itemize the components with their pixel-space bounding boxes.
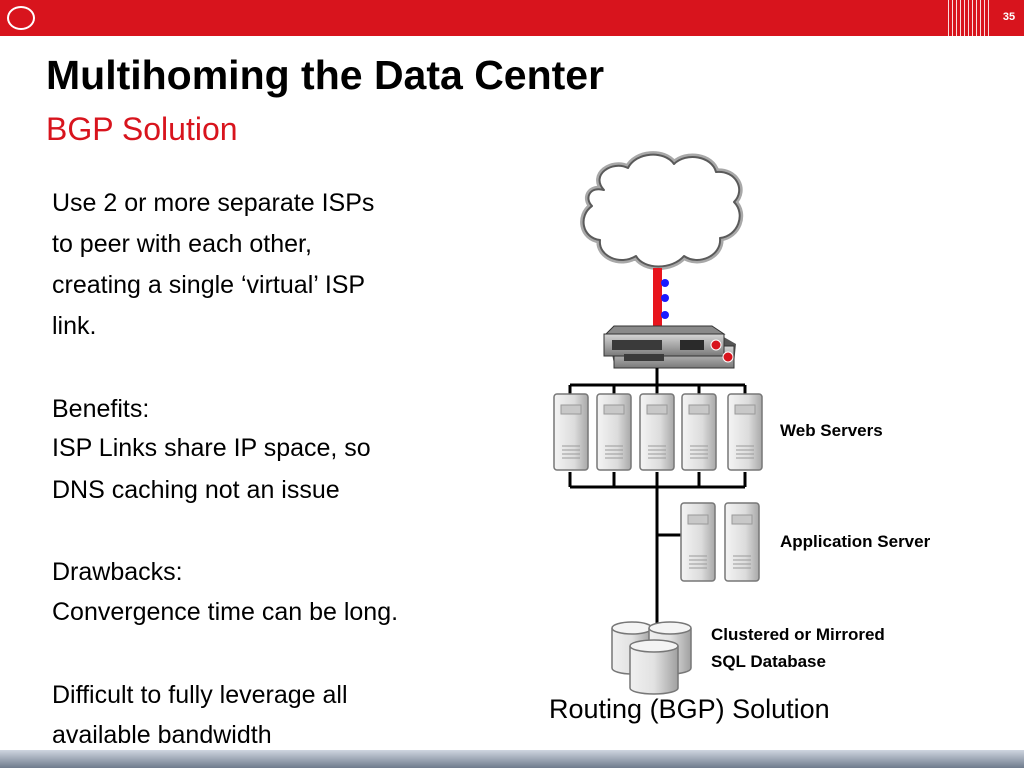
body-line: DNS caching not an issue xyxy=(52,476,340,504)
link-dot xyxy=(661,294,669,302)
f5-logo-icon xyxy=(7,6,35,30)
body-line: Drawbacks: xyxy=(52,558,183,586)
slide-title: Multihoming the Data Center xyxy=(46,52,605,98)
web-server-icon xyxy=(681,393,717,471)
isp-link-line xyxy=(653,268,662,330)
header-bar: 35 xyxy=(0,0,1024,36)
body-line: Convergence time can be long. xyxy=(52,598,399,626)
link-dot xyxy=(661,311,669,319)
db-label-line2: SQL Database xyxy=(711,652,826,671)
app-server-icon xyxy=(724,502,760,582)
database-icon xyxy=(629,639,679,695)
slide-subtitle: BGP Solution xyxy=(46,111,238,147)
app-server-label: Application Server xyxy=(780,532,931,551)
footer-bar xyxy=(0,750,1024,768)
internet-cloud-icon xyxy=(580,151,744,270)
body-line: Use 2 or more separate ISPs xyxy=(52,189,375,217)
body-line: ISP Links share IP space, so xyxy=(52,434,371,462)
header-stripes xyxy=(948,0,992,36)
web-server-icon xyxy=(727,393,763,471)
body-line: creating a single ‘virtual’ ISP xyxy=(52,271,366,299)
web-server-icon xyxy=(639,393,675,471)
link-dot xyxy=(661,279,669,287)
web-server-icon xyxy=(553,393,589,471)
app-server-icon xyxy=(680,502,716,582)
diagram-caption: Routing (BGP) Solution xyxy=(549,694,830,724)
body-line: link. xyxy=(52,312,97,340)
body-line: Benefits: xyxy=(52,395,150,423)
web-server-icon xyxy=(596,393,632,471)
body-line: available bandwidth xyxy=(52,721,272,749)
body-line: to peer with each other, xyxy=(52,230,312,258)
db-label-line1: Clustered or Mirrored xyxy=(711,625,885,644)
web-servers-label: Web Servers xyxy=(780,421,883,440)
page-number: 35 xyxy=(1002,11,1016,23)
load-balancer-icon xyxy=(603,325,736,369)
body-line: Difficult to fully leverage all xyxy=(52,681,348,709)
network-wires xyxy=(568,368,747,625)
